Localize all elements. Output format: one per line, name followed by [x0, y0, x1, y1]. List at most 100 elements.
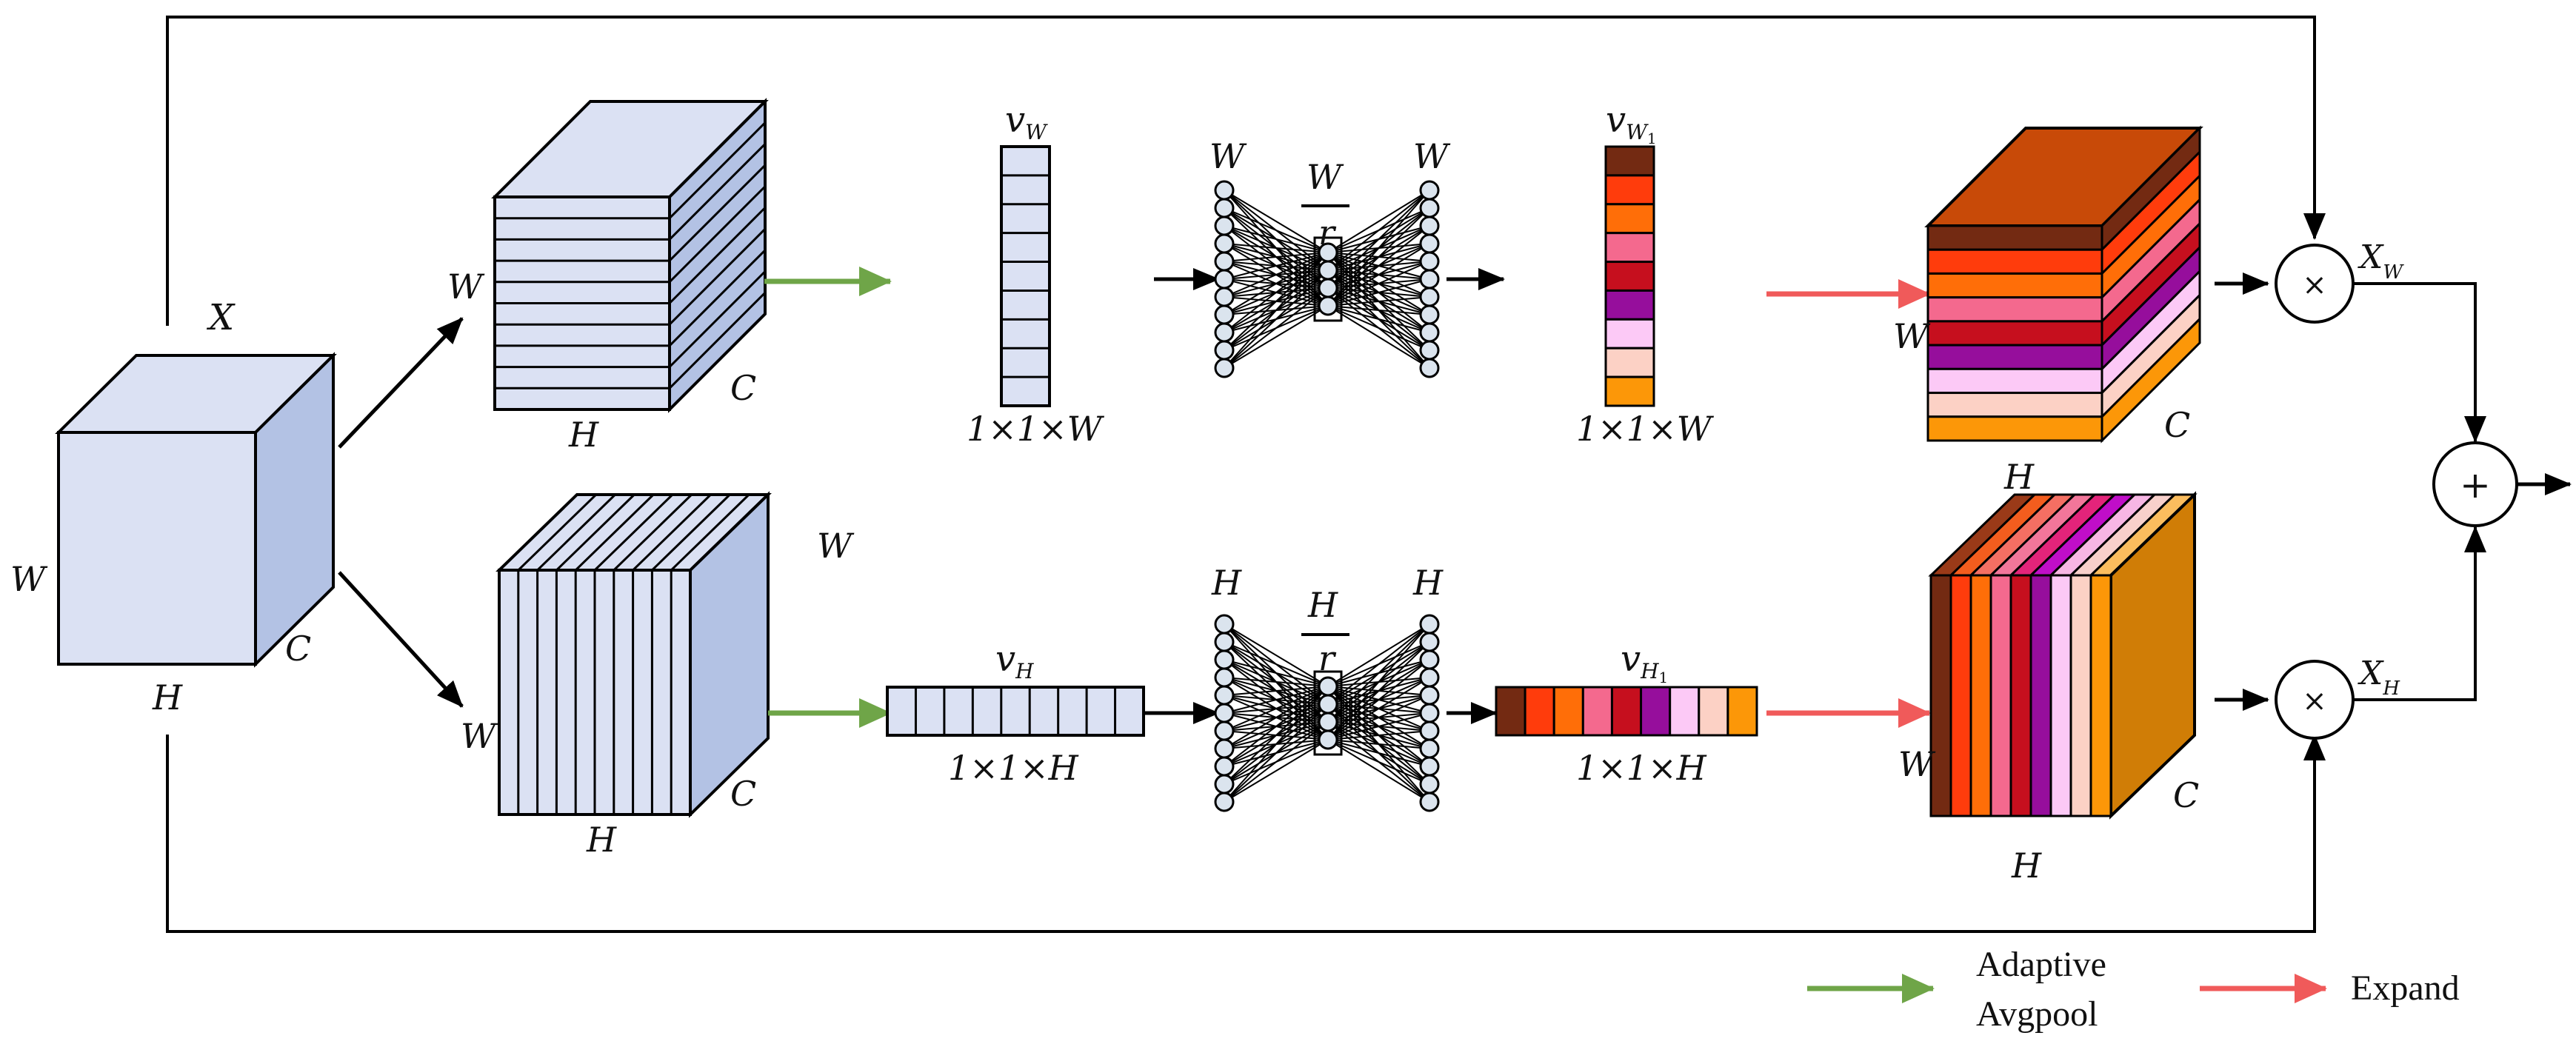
vector-cell — [1669, 686, 1701, 737]
bot-cube-c-label: C — [730, 774, 756, 814]
bottom-output-cube — [1928, 491, 2198, 820]
mlp-node — [1419, 667, 1440, 688]
mlp-edge — [1224, 686, 1329, 732]
vector-vw1 — [1604, 145, 1655, 407]
top-cube-c-label: C — [730, 368, 756, 408]
input-w-label: W — [10, 559, 48, 599]
svg-text:×: × — [2302, 268, 2327, 302]
vw-label: vW — [1005, 99, 1048, 144]
mlp-edge — [1327, 190, 1430, 253]
mlp-node — [1419, 738, 1440, 759]
mlp-node — [1419, 632, 1440, 652]
vector-cell — [1604, 203, 1655, 235]
cube-stripe — [1929, 574, 1952, 817]
mlp-edge — [1224, 252, 1329, 333]
mlp-edge — [1224, 641, 1329, 687]
mlp-edge — [1224, 252, 1329, 280]
slice-line — [517, 493, 597, 572]
cube-stripe — [2069, 574, 2092, 817]
mlp-edge — [1224, 739, 1329, 803]
vector-vh — [886, 686, 1145, 737]
mlp-bottom-left-label: H — [1211, 563, 1242, 603]
skip-connection-bottom — [166, 734, 2326, 933]
input-c-label: C — [285, 629, 311, 669]
mlp-bottom — [1214, 614, 1440, 812]
slice-line — [536, 493, 616, 572]
mlp-node — [1214, 720, 1235, 741]
input-h-label: H — [152, 678, 183, 717]
multiply-node-bottom: × — [2275, 660, 2355, 740]
bot-cube-w-left-label: W — [461, 716, 498, 756]
slice-line — [668, 121, 767, 219]
mlp-edge — [1224, 252, 1329, 315]
cube-stripe — [1926, 415, 2103, 442]
slice-line — [668, 270, 767, 368]
mlp-node — [1214, 251, 1235, 272]
vector-cell — [1640, 686, 1672, 737]
cube-stripe — [1969, 574, 1992, 817]
vector-cell — [1604, 261, 1655, 292]
vector-cell — [1495, 686, 1526, 737]
mlp-node — [1214, 215, 1235, 236]
branch-arrow-bottom — [338, 571, 464, 708]
mlp-node — [1214, 703, 1235, 723]
mlp-top-right-label: W — [1413, 136, 1451, 176]
mlp-node — [1419, 304, 1440, 325]
mlp-node — [1214, 667, 1235, 688]
cube-stripe — [1989, 574, 2012, 817]
mlp-edge — [1224, 207, 1329, 253]
mlp-node — [1214, 180, 1235, 201]
mlp-node — [1214, 233, 1235, 254]
mlp-edge — [1327, 270, 1430, 369]
mlp-edge — [1327, 686, 1430, 785]
mlp-node — [1419, 792, 1440, 812]
mlp-edge — [1224, 623, 1329, 687]
mlp-top-ratio-num: W — [1307, 157, 1344, 197]
mlp-top-ratio-den: r — [1318, 213, 1337, 252]
slice-line — [651, 493, 731, 572]
mlp-edge — [1224, 677, 1329, 687]
top-cube-w-label: W — [447, 267, 485, 307]
slice-line — [555, 493, 635, 572]
mlp-node — [1214, 632, 1235, 652]
vh-label: vH — [995, 638, 1034, 683]
mlp-edge — [1224, 686, 1329, 696]
slice-line — [593, 493, 674, 572]
mlp-edge — [1224, 252, 1329, 351]
mlp-edge — [1224, 686, 1329, 785]
mlp-edge — [1224, 686, 1329, 749]
mlp-bottleneck-box — [1313, 670, 1343, 756]
merge-path-top — [2353, 282, 2486, 443]
cube-stripe — [1926, 272, 2103, 299]
cube-stripe — [1926, 296, 2103, 323]
multiply-node-top: × — [2275, 244, 2355, 324]
mlp-edge — [1327, 252, 1430, 298]
mlp-edge — [1327, 686, 1430, 732]
legend-pool-line2: Avgpool — [1976, 994, 2098, 1034]
mlp-edge — [1327, 686, 1430, 803]
mlp-top — [1214, 180, 1440, 378]
mlp-edge — [1224, 659, 1329, 687]
vector-cell — [1604, 347, 1655, 378]
mlp-edge — [1327, 305, 1430, 369]
cube-stripe — [1926, 367, 2103, 395]
cube-stripe — [1926, 392, 2103, 418]
bot-out-c-label: C — [2173, 775, 2199, 815]
mlp-edge — [1327, 686, 1430, 696]
mlp-edge — [1327, 252, 1430, 315]
mlp-node — [1419, 649, 1440, 670]
slice-line — [668, 249, 767, 347]
slice-line — [670, 493, 750, 572]
mlp-edge — [1224, 305, 1329, 369]
mlp-edge — [1327, 721, 1430, 803]
slice-line — [668, 228, 767, 326]
mlp-edge — [1327, 739, 1430, 803]
mlp-node — [1214, 358, 1235, 378]
mlp-node — [1214, 685, 1235, 706]
mlp-node — [1214, 269, 1235, 290]
mlp-edge — [1224, 252, 1329, 262]
mlp-node — [1419, 756, 1440, 777]
vector-cell — [1604, 145, 1655, 177]
mlp-node — [1419, 215, 1440, 236]
